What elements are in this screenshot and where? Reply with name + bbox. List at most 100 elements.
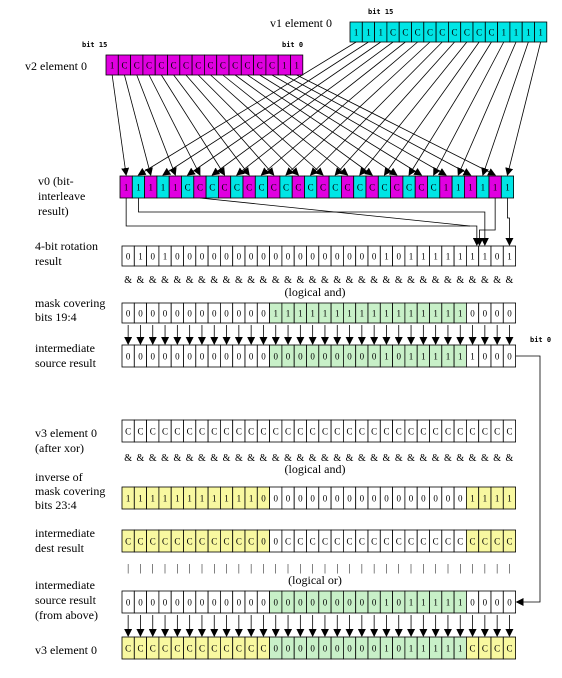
v1-row-cell-value: C xyxy=(464,28,470,38)
mask1-row-cell-value: 1 xyxy=(298,309,303,319)
v1-row-cell-value: 1 xyxy=(366,28,371,38)
logical-and-mark: & xyxy=(186,453,194,464)
inverse-mask-row-cell-value: 1 xyxy=(175,494,180,504)
logical-and-mark: & xyxy=(235,453,243,464)
inverse-mask-row-cell-value: 1 xyxy=(237,494,242,504)
logical-or-mark: | xyxy=(312,563,314,574)
v2-row-cell-value: C xyxy=(220,61,226,71)
v2-row-cell-value: C xyxy=(146,61,152,71)
final-row-cell-value: 0 xyxy=(274,644,279,654)
v0-label-line3: result) xyxy=(38,204,69,218)
idest-row-cell-value: C xyxy=(408,537,414,547)
v0-row-cell-value: C xyxy=(320,183,326,193)
idest-row-cell-value: C xyxy=(371,537,377,547)
rotation-row-cell-value: 1 xyxy=(446,252,451,262)
rotation-row-cell-value: 0 xyxy=(298,252,303,262)
idest-row-cell-value: C xyxy=(174,537,180,547)
logical-or-mark: | xyxy=(238,563,240,574)
logical-and-mark: & xyxy=(124,453,132,464)
idest-row-cell-value: C xyxy=(457,537,463,547)
logical-and-mark: & xyxy=(383,453,391,464)
isrc2-row-cell-value: 0 xyxy=(286,598,291,608)
rotation-row-cell-value: 1 xyxy=(483,252,488,262)
rotation-row-cell xyxy=(502,245,516,267)
inverse-mask-row-cell-value: 1 xyxy=(507,494,512,504)
mask1-row-cell-value: 0 xyxy=(249,309,254,319)
logical-and-mark: & xyxy=(432,275,440,286)
isrc-row-cell-value: 1 xyxy=(384,352,389,362)
logical-and-mark: & xyxy=(309,453,317,464)
v1-row-cell-value: 1 xyxy=(502,28,507,38)
isrc2-label-line2: source result xyxy=(35,593,97,607)
v3-row-cell-value: C xyxy=(433,427,439,437)
v0-row-cell xyxy=(500,175,514,199)
logical-and-mark: & xyxy=(137,453,145,464)
v0-row-cell-value: C xyxy=(406,183,412,193)
isrc2-row-cell-value: 0 xyxy=(360,598,365,608)
isrc2-row-cell-value: 0 xyxy=(495,598,500,608)
mask1-row-cell-value: 0 xyxy=(126,309,131,319)
idest-row-cell-value: C xyxy=(494,537,500,547)
isrc-row-cell-value: 0 xyxy=(151,352,156,362)
isrc-row-cell-value: 0 xyxy=(126,352,131,362)
v1-to-v0-arrow xyxy=(481,41,529,176)
final-row-cell-value: C xyxy=(260,644,266,654)
final-row-cell-value: 0 xyxy=(310,644,315,654)
rotation-row-cell-value: 1 xyxy=(433,252,438,262)
logical-and-mark: & xyxy=(395,453,403,464)
v3-row-cell-value: C xyxy=(187,427,193,437)
idest-row-cell-value: C xyxy=(199,537,205,547)
idest-row-cell-value: C xyxy=(297,537,303,547)
idest-row-cell-value: C xyxy=(310,537,316,547)
v2-to-v0-arrow xyxy=(173,74,250,176)
isrc-row-cell-value: 0 xyxy=(249,352,254,362)
rotation-row-cell-value: 0 xyxy=(372,252,377,262)
inverse-mask-row-cell-value: 0 xyxy=(298,494,303,504)
v1-to-v0-arrow xyxy=(359,41,468,176)
v1-row-cell xyxy=(534,21,548,43)
mask1-row-cell-value: 0 xyxy=(224,309,229,319)
rotation-row-cell-value: 1 xyxy=(163,252,168,262)
logical-and-mark: & xyxy=(432,453,440,464)
v1-row-cell-value: 1 xyxy=(526,28,531,38)
final-row-cell-value: C xyxy=(211,644,217,654)
rotation-row-cell-value: 0 xyxy=(187,252,192,262)
v2-to-v0-arrow xyxy=(136,74,177,176)
isrc2-row-cell-value: 0 xyxy=(507,598,512,608)
v2-to-v0-arrow xyxy=(222,74,349,176)
mask1-row-cell-value: 1 xyxy=(409,309,414,319)
v2-to-v0-arrow xyxy=(247,74,398,176)
isrc2-row-cell-value: 0 xyxy=(310,598,315,608)
v3-row-cell-value: C xyxy=(248,427,254,437)
idest-row-cell-value: C xyxy=(383,537,389,547)
mask1-row-cell-value: 0 xyxy=(261,309,266,319)
logical-and-mark: & xyxy=(506,453,514,464)
bit15-label-v2: bit 15 xyxy=(82,41,107,49)
logical-and-mark: & xyxy=(358,275,366,286)
v3-row-cell-value: C xyxy=(470,427,476,437)
isrc-row-cell-value: 0 xyxy=(323,352,328,362)
rotation-row-cell-value: 0 xyxy=(126,252,131,262)
idest-row-cell-value: 0 xyxy=(261,537,266,547)
isrc2-row-cell-value: 0 xyxy=(237,598,242,608)
logical-or-mark: | xyxy=(287,563,289,574)
logical-or-mark: | xyxy=(152,563,154,574)
logical-and-mark: & xyxy=(333,453,341,464)
logical-and-mark: & xyxy=(419,453,427,464)
logical-and-mark: & xyxy=(481,453,489,464)
rotation-arrow xyxy=(199,197,471,227)
isrc2-row-cell-value: 0 xyxy=(372,598,377,608)
inverse-mask-row-cell-value: 1 xyxy=(495,494,500,504)
isrc2-row-cell xyxy=(502,590,516,614)
mask1-row-cell-value: 0 xyxy=(163,309,168,319)
v0-row-cell-value: C xyxy=(357,183,363,193)
logical-and-mark: & xyxy=(481,275,489,286)
final-row-cell-value: C xyxy=(187,644,193,654)
inverse-mask-row-cell-value: 1 xyxy=(224,494,229,504)
isrc-row-cell-value: 0 xyxy=(286,352,291,362)
v1-row-cell-value: C xyxy=(402,28,408,38)
logical-or-mark: | xyxy=(398,563,400,574)
v2-to-v0-arrow xyxy=(197,74,300,176)
mask1-row-cell-value: 0 xyxy=(212,309,217,319)
v0-row-cell-value: C xyxy=(271,183,277,193)
